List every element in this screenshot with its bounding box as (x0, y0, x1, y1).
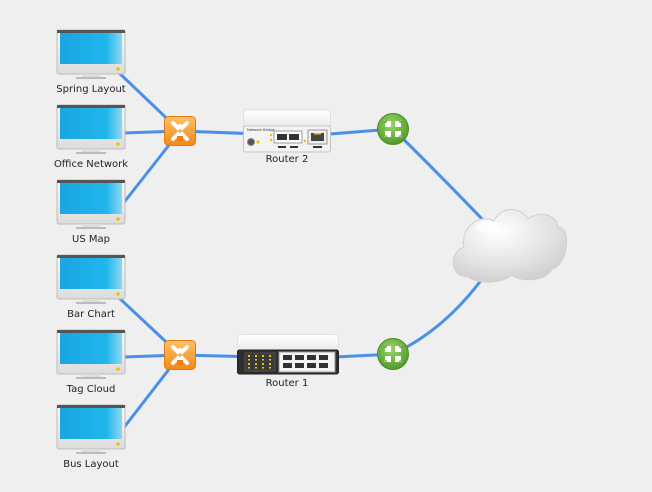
computer-label: US Map (72, 234, 110, 245)
computer-label: Bar Chart (67, 309, 115, 320)
switch-top[interactable] (164, 116, 196, 146)
switch-icon (164, 340, 196, 370)
switch-bottom[interactable] (164, 340, 196, 370)
computer-label: Tag Cloud (66, 384, 116, 395)
hub-top[interactable] (377, 113, 409, 145)
computer-pc3[interactable] (56, 179, 126, 231)
router-icon (237, 334, 339, 375)
computer-label: Spring Layout (56, 84, 126, 95)
monitor-icon (56, 404, 126, 454)
device-caption: Network Bridge (247, 128, 276, 132)
hub-bottom[interactable] (377, 338, 409, 370)
monitor-icon (56, 329, 126, 379)
network-bridge-icon: Network Bridge (243, 109, 331, 153)
monitor-icon (56, 29, 126, 79)
computer-pc1[interactable] (56, 29, 126, 81)
computer-label: Bus Layout (63, 459, 119, 470)
router-2-label: Router 2 (265, 154, 309, 165)
hub-icon (377, 338, 409, 370)
switch-icon (164, 116, 196, 146)
hub-icon (377, 113, 409, 145)
internet-cloud[interactable] (452, 209, 568, 283)
cloud-icon (452, 209, 568, 283)
router-1-label: Router 1 (265, 378, 309, 389)
computer-label: Office Network (53, 159, 129, 170)
monitor-icon (56, 104, 126, 154)
router-2[interactable]: Network Bridge (243, 108, 331, 154)
computer-pc4[interactable] (56, 254, 126, 306)
computer-pc6[interactable] (56, 404, 126, 456)
router-1[interactable] (237, 334, 339, 376)
monitor-icon (56, 179, 126, 229)
monitor-icon (56, 254, 126, 304)
computer-pc2[interactable] (56, 104, 126, 156)
computer-pc5[interactable] (56, 329, 126, 381)
